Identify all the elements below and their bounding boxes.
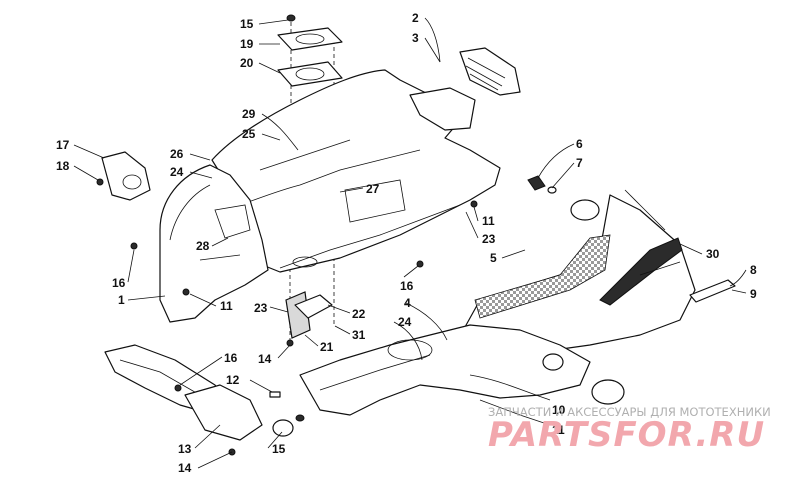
callout-16: 16 — [112, 276, 126, 290]
callout-14: 14 — [258, 352, 272, 366]
callout-28: 28 — [196, 239, 210, 253]
watermark-logo: PARTSFOR.RU — [488, 415, 765, 455]
hardware — [96, 178, 478, 456]
watermark: ЗАПЧАСТИ И АКСЕССУАРЫ ДЛЯ МОТОТЕХНИКИ PA… — [488, 405, 771, 455]
callout-7: 7 — [576, 156, 583, 170]
callout-25: 25 — [242, 127, 256, 141]
callout-12: 12 — [226, 373, 240, 387]
callout-2: 2 — [412, 11, 419, 25]
callout-9: 9 — [750, 287, 757, 301]
gasket-plate-20 — [277, 61, 343, 87]
callout-24: 24 — [170, 165, 184, 179]
lower-frame-rail — [299, 324, 591, 416]
callout-20: 20 — [240, 56, 254, 70]
gasket-plate-19 — [277, 27, 343, 51]
callout-13: 13 — [178, 442, 192, 456]
callout-11: 11 — [482, 214, 495, 228]
callout-5: 5 — [490, 251, 497, 265]
callout-27: 27 — [366, 182, 380, 196]
callout-10: 10 — [552, 403, 566, 417]
callout-6: 6 — [576, 137, 583, 151]
step-bracket-3 — [409, 87, 476, 131]
callout-16: 16 — [400, 279, 414, 293]
running-board-right — [454, 189, 696, 371]
callout-30: 30 — [706, 247, 720, 261]
callout-11: 11 — [552, 423, 565, 437]
leader-lines — [73, 17, 747, 469]
cover-10 — [591, 379, 625, 405]
callout-8: 8 — [750, 263, 757, 277]
callout-1: 1 — [118, 293, 125, 307]
callout-15: 15 — [272, 442, 286, 456]
callout-17: 17 — [56, 138, 70, 152]
callout-21: 21 — [320, 340, 334, 354]
skid-plate — [184, 384, 263, 441]
callout-22: 22 — [352, 307, 366, 321]
cover-7 — [570, 199, 600, 221]
bracket-2 — [459, 47, 521, 96]
air-intake-17 — [101, 151, 151, 201]
callout-3: 3 — [412, 31, 419, 45]
bolt-6 — [527, 175, 557, 194]
callout-23: 23 — [482, 232, 496, 246]
callout-19: 19 — [240, 37, 254, 51]
callout-14: 14 — [178, 461, 192, 475]
watermark-tagline: ЗАПЧАСТИ И АКСЕССУАРЫ ДЛЯ МОТОТЕХНИКИ — [488, 405, 771, 419]
belly-pan-body — [211, 69, 501, 273]
callout-29: 29 — [242, 107, 256, 121]
callout-31: 31 — [352, 328, 366, 342]
callout-26: 26 — [170, 147, 184, 161]
callout-16: 16 — [224, 351, 238, 365]
callout-18: 18 — [56, 159, 70, 173]
callout-4: 4 — [404, 296, 411, 310]
callout-15: 15 — [240, 17, 254, 31]
callout-11: 11 — [220, 299, 233, 313]
callouts: 15 19 20 2 3 29 25 26 24 17 18 27 6 7 11… — [56, 11, 757, 475]
cap-15-top — [286, 14, 296, 22]
callout-24: 24 — [398, 315, 412, 329]
callout-23: 23 — [254, 301, 268, 315]
left-side-panel — [159, 164, 269, 323]
plate-8 — [689, 279, 736, 303]
